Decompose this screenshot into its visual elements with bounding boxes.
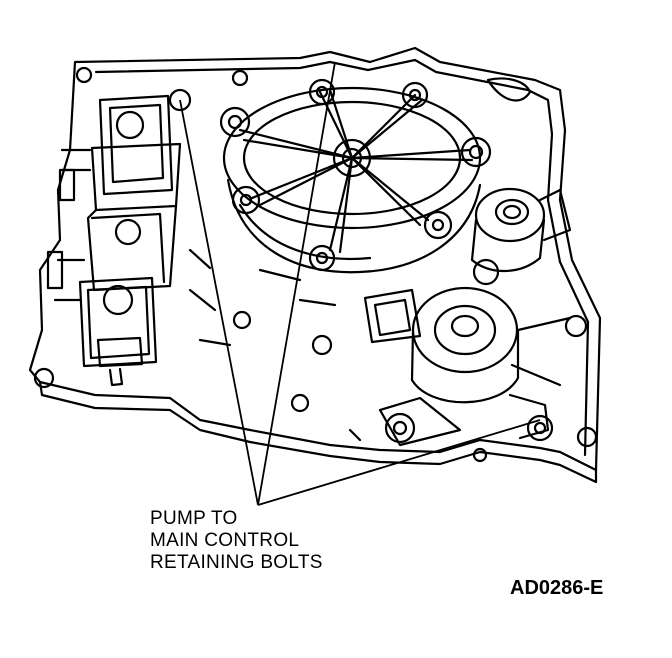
accumulator [472,189,570,284]
figure-id: AD0286-E [510,577,604,599]
main-control-body [30,48,600,470]
position-sensor [365,288,586,445]
callout-line: RETAINING BOLTS [150,552,323,573]
callout-line: MAIN CONTROL [150,530,300,551]
pump-housing [221,80,490,272]
solenoid-stack [48,96,180,385]
callout-line: PUMP TO [150,508,238,529]
callout-label: PUMP TO MAIN CONTROL RETAINING BOLTS [150,508,323,574]
callout-leaders [180,62,540,505]
